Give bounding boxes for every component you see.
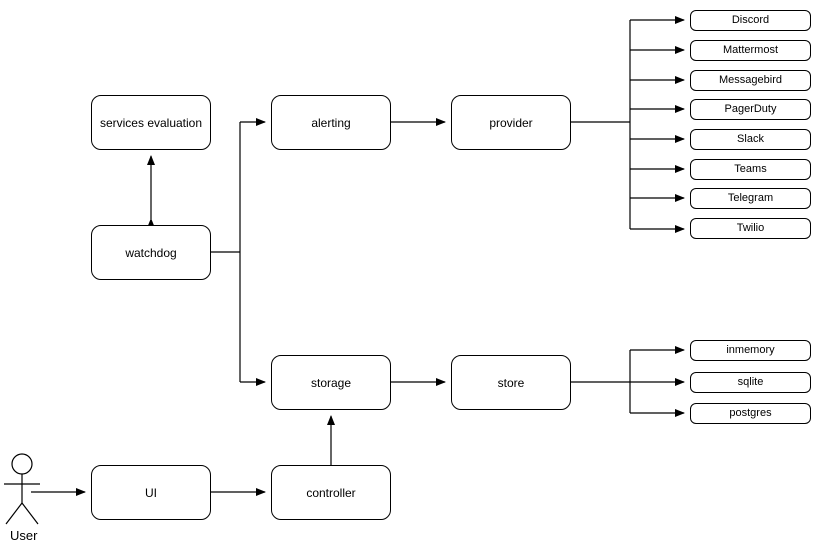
node-label: store (497, 375, 525, 390)
node-storage[interactable]: storage (271, 355, 391, 410)
node-label: UI (145, 485, 157, 500)
user-stick-figure (4, 453, 40, 525)
node-slack[interactable]: Slack (690, 129, 811, 150)
node-label: provider (489, 115, 533, 130)
node-controller[interactable]: controller (271, 465, 391, 520)
node-label: Messagebird (719, 74, 782, 86)
node-label: watchdog (125, 245, 177, 260)
user-actor-label: User (10, 528, 38, 543)
node-watchdog[interactable]: watchdog (91, 225, 211, 280)
node-label: postgres (729, 407, 772, 419)
node-label: inmemory (726, 344, 775, 356)
node-messagebird[interactable]: Messagebird (690, 70, 811, 91)
node-label: Mattermost (722, 44, 778, 56)
node-inmemory[interactable]: inmemory (690, 340, 811, 361)
node-ui[interactable]: UI (91, 465, 211, 520)
node-pagerduty[interactable]: PagerDuty (690, 99, 811, 120)
node-label: Twilio (736, 222, 765, 234)
node-label: services evaluation (99, 115, 203, 130)
node-label: controller (306, 485, 356, 500)
node-sqlite[interactable]: sqlite (690, 372, 811, 393)
node-provider[interactable]: provider (451, 95, 571, 150)
node-label: Telegram (727, 192, 774, 204)
node-label: storage (310, 375, 352, 390)
node-services-evaluation[interactable]: services evaluation (91, 95, 211, 150)
node-label: alerting (311, 115, 351, 130)
node-label: Discord (731, 14, 770, 26)
node-discord[interactable]: Discord (690, 10, 811, 31)
node-alerting[interactable]: alerting (271, 95, 391, 150)
node-label: Teams (734, 163, 767, 175)
node-label: Slack (737, 133, 764, 145)
node-teams[interactable]: Teams (690, 159, 811, 180)
node-twilio[interactable]: Twilio (690, 218, 811, 239)
node-postgres[interactable]: postgres (690, 403, 811, 424)
node-mattermost[interactable]: Mattermost (690, 40, 811, 61)
node-telegram[interactable]: Telegram (690, 188, 811, 209)
node-label: PagerDuty (724, 103, 777, 115)
node-store[interactable]: store (451, 355, 571, 410)
node-label: sqlite (737, 376, 764, 388)
